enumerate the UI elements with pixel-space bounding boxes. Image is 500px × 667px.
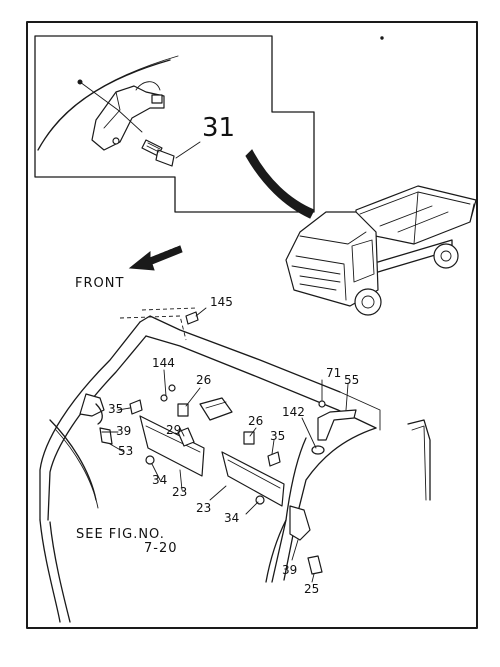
label-71: 71: [326, 366, 341, 380]
bolt-31-icon: [141, 139, 175, 167]
label-35b: 35: [270, 429, 285, 443]
label-31: 31: [202, 113, 235, 143]
outer-frame: [26, 21, 478, 629]
bracket-part: [91, 81, 165, 151]
label-142: 142: [282, 405, 305, 419]
see-fig-text: SEE FIG.NO.: [76, 527, 165, 542]
label-26a: 26: [196, 373, 211, 387]
part-labels: 145 144 26 71 55 142 35 39 53 29 26 35 3…: [108, 295, 359, 596]
label-34a: 34: [152, 473, 167, 487]
hardware-parts: [79, 311, 357, 575]
truck-illustration: [285, 185, 477, 316]
label-26b: 26: [248, 414, 263, 428]
label-39b: 39: [282, 563, 297, 577]
label-34b: 34: [224, 511, 239, 525]
see-fig-number: 7-20: [144, 541, 178, 556]
see-fig-note: SEE FIG.NO. 7-20: [76, 527, 178, 556]
label-25: 25: [304, 582, 319, 596]
leader-lines: [101, 307, 349, 583]
label-29: 29: [166, 423, 181, 437]
label-144: 144: [152, 356, 175, 370]
sun-visor-right: [221, 451, 285, 507]
label-front: FRONT: [75, 276, 124, 291]
label-23b: 23: [196, 501, 211, 515]
label-39a: 39: [116, 424, 131, 438]
label-55: 55: [344, 373, 359, 387]
detail-inset: 31: [34, 35, 315, 213]
detail-arrow: [245, 149, 315, 219]
front-arrow: FRONT: [75, 245, 183, 291]
label-145: 145: [210, 295, 233, 309]
label-53: 53: [118, 444, 133, 458]
label-35a: 35: [108, 402, 123, 416]
label-23a: 23: [172, 485, 187, 499]
